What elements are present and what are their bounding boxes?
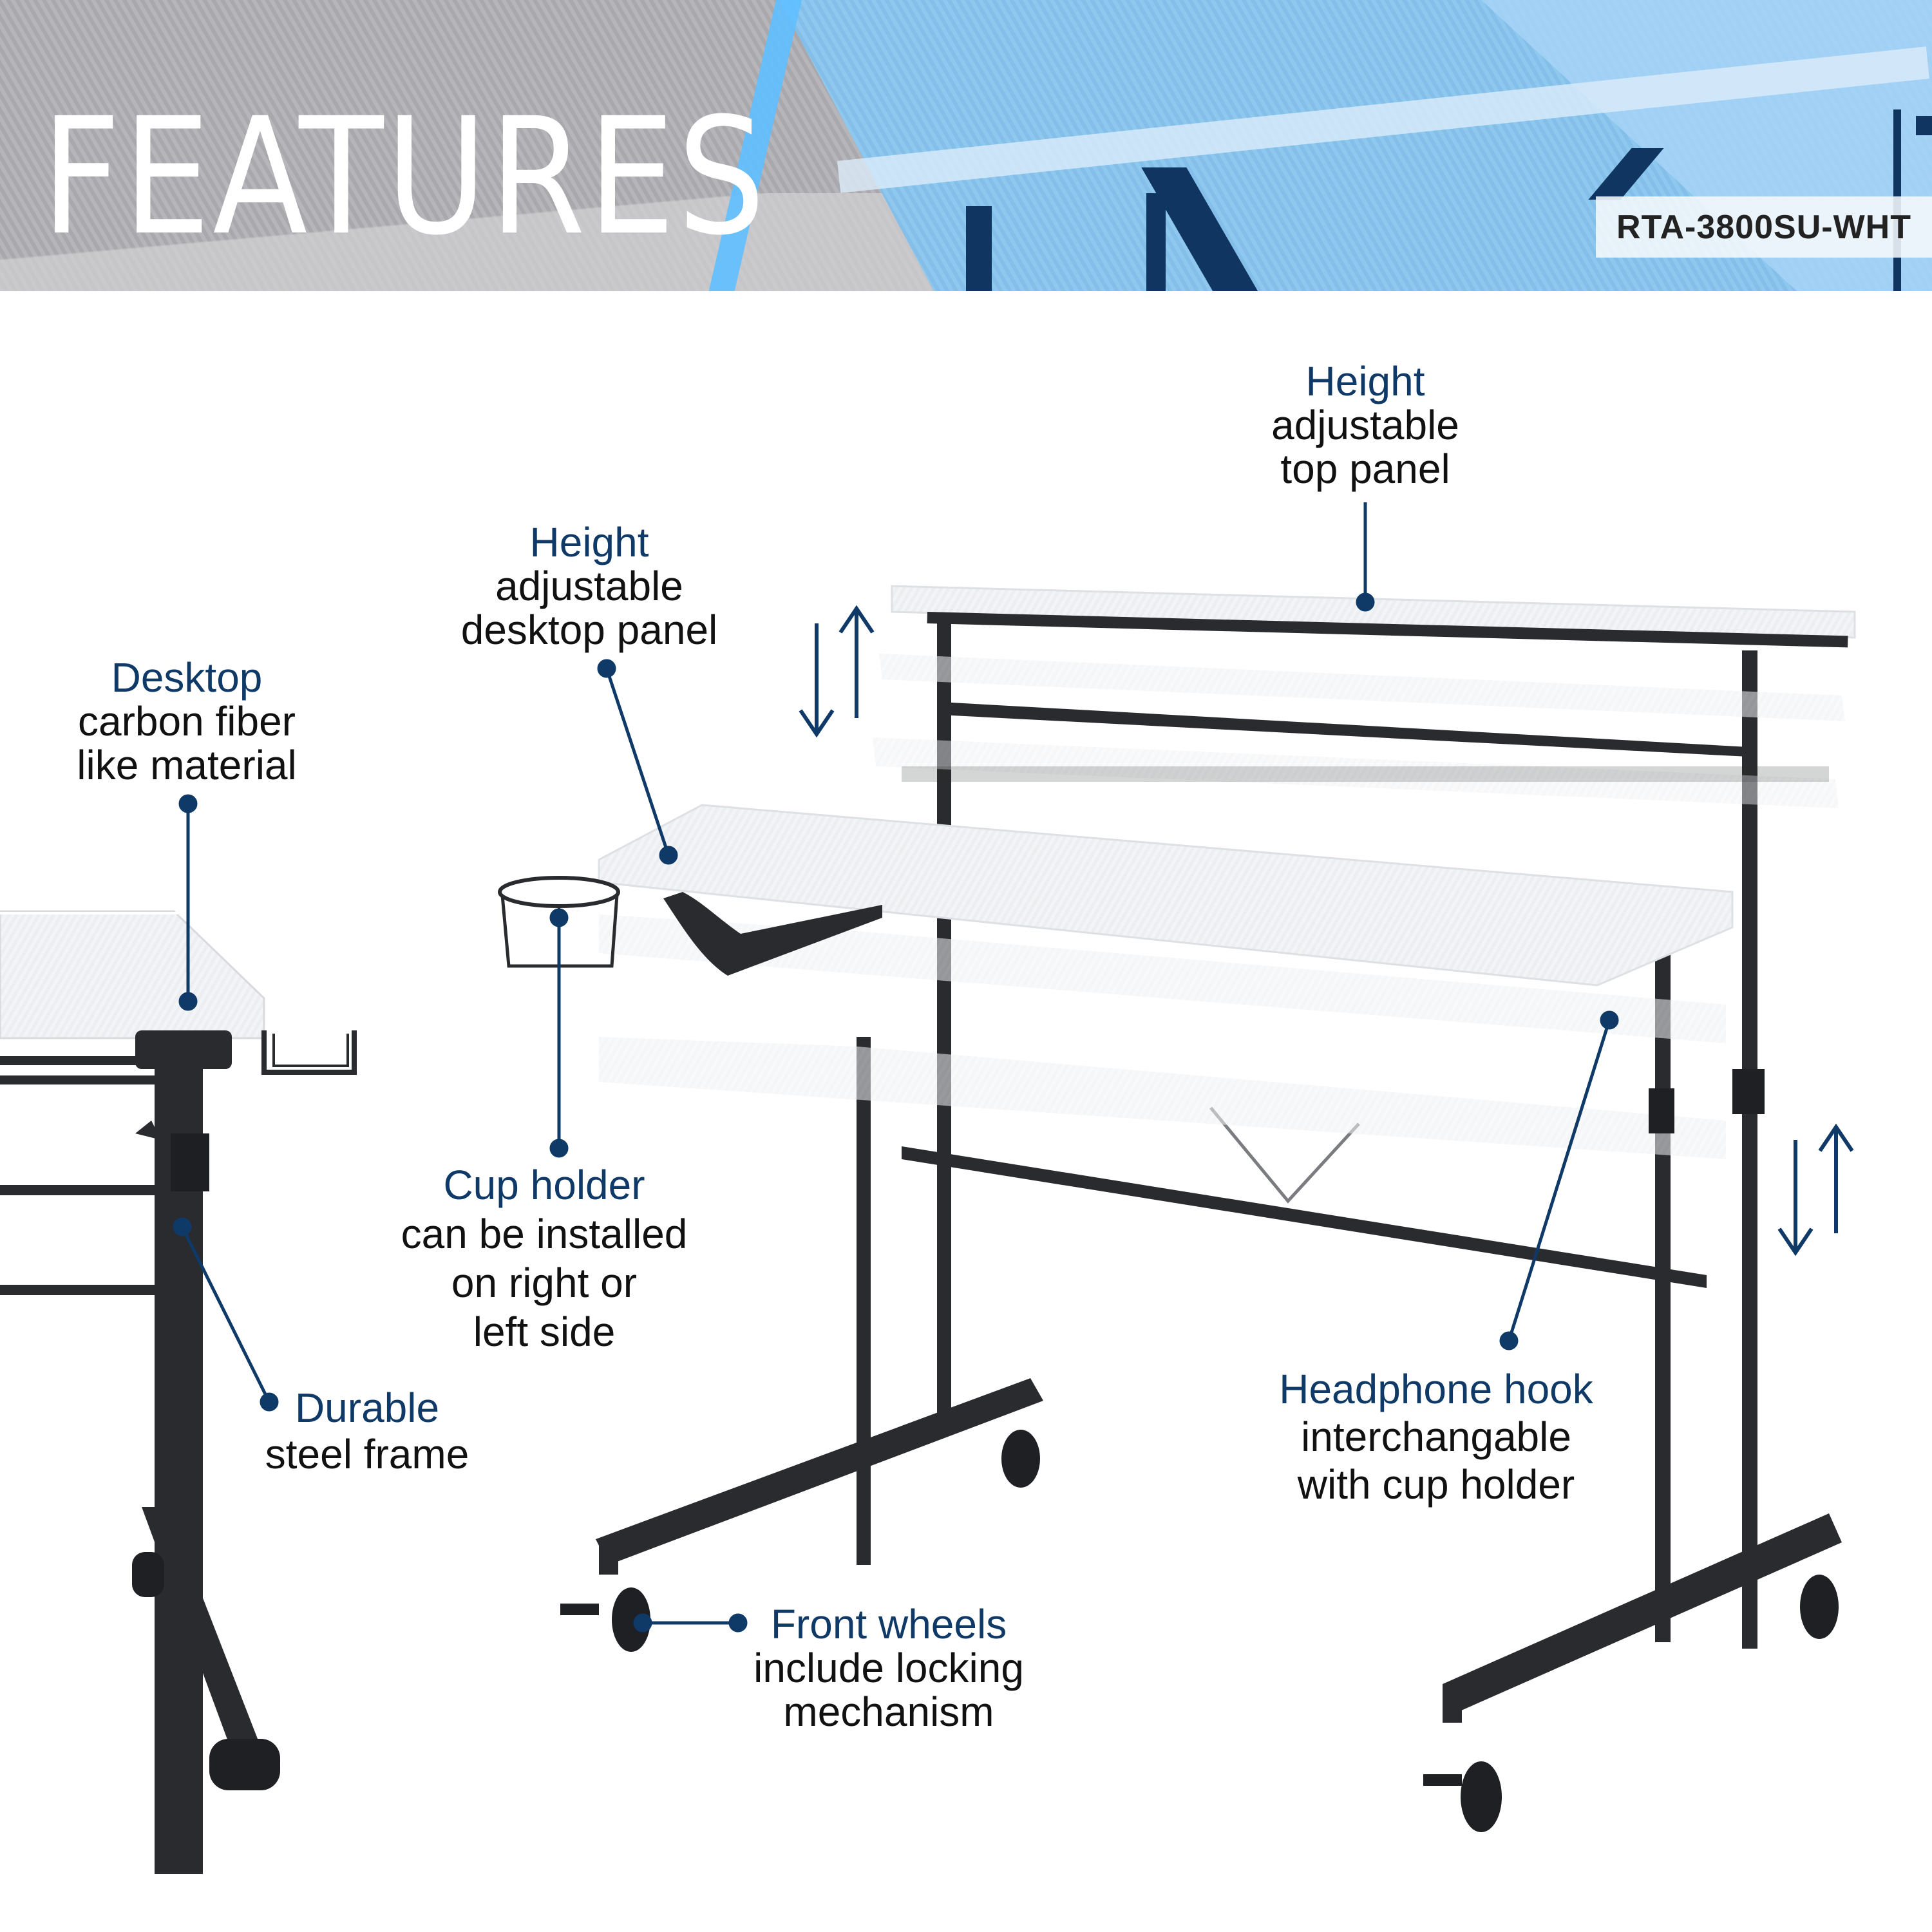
- callout-heading: Desktop: [111, 654, 263, 701]
- callout-line: interchangable: [1301, 1414, 1571, 1460]
- callout-heading: Headphone hook: [1279, 1366, 1593, 1412]
- callout-front-wheels: Front wheels include locking mechanism: [741, 1602, 1037, 1734]
- desk-frame-silhouette: [1916, 116, 1932, 135]
- callout-line: left side: [473, 1309, 616, 1355]
- callout-dot-icon: [260, 1392, 279, 1412]
- desk-frame-silhouette: [1146, 193, 1166, 291]
- desk-frame-silhouette: [966, 206, 992, 291]
- callout-line: with cup holder: [1297, 1461, 1575, 1508]
- side-view-desk: [0, 910, 357, 1874]
- up-down-arrows-icon: [1777, 1123, 1854, 1256]
- callout-top-panel: Height adjustable top panel: [1236, 359, 1494, 491]
- model-number-badge: RTA-3800SU-WHT: [1596, 196, 1932, 258]
- callout-heading: Height: [1305, 358, 1425, 404]
- callout-dot-icon: [659, 846, 678, 865]
- header-banner: FEATURES RTA-3800SU-WHT: [0, 0, 1932, 291]
- callout-line: desktop panel: [460, 607, 718, 653]
- callout-dot-icon: [633, 1613, 652, 1633]
- callout-dot-icon: [1356, 592, 1375, 612]
- callout-leaders: [173, 502, 1619, 1633]
- callout-line: steel frame: [265, 1431, 469, 1477]
- callout-dot-icon: [597, 659, 616, 678]
- callout-line: carbon fiber: [78, 698, 296, 744]
- callout-headphone-hook: Headphone hook interchangable with cup h…: [1262, 1365, 1610, 1508]
- model-number: RTA-3800SU-WHT: [1616, 208, 1911, 246]
- callout-line: can be installed: [401, 1211, 688, 1257]
- callout-dot-icon: [173, 1217, 192, 1236]
- callout-heading: Cup holder: [443, 1162, 645, 1208]
- callout-heading: Height: [529, 519, 649, 565]
- callout-line: top panel: [1280, 446, 1450, 492]
- callout-steel-frame: Durable steel frame: [258, 1385, 477, 1477]
- callout-dot-icon: [549, 1139, 569, 1158]
- page-title: FEATURES: [41, 83, 768, 270]
- callout-heading: Front wheels: [770, 1601, 1007, 1647]
- callout-line: include locking: [753, 1645, 1024, 1691]
- callout-dot-icon: [728, 1613, 748, 1633]
- callout-dot-icon: [1499, 1331, 1519, 1350]
- main-desk: [498, 585, 1856, 1832]
- gray-desk-surface: [0, 193, 966, 291]
- callout-line: on right or: [451, 1260, 638, 1306]
- callout-line: like material: [77, 742, 297, 788]
- callout-line: adjustable: [495, 563, 683, 609]
- up-down-arrows-icon: [799, 605, 875, 738]
- callout-heading: Durable: [294, 1385, 440, 1431]
- callout-dot-icon: [178, 992, 198, 1011]
- callout-line: adjustable: [1271, 402, 1459, 448]
- callout-dot-icon: [549, 908, 569, 927]
- callout-dot-icon: [178, 794, 198, 813]
- callout-desktop-material: Desktop carbon fiber like material: [52, 656, 322, 787]
- callout-dot-icon: [1600, 1010, 1619, 1030]
- callout-desktop-panel: Height adjustable desktop panel: [444, 520, 734, 652]
- callout-line: mechanism: [783, 1689, 994, 1735]
- callout-cup-holder: Cup holder can be installed on right or …: [380, 1160, 708, 1356]
